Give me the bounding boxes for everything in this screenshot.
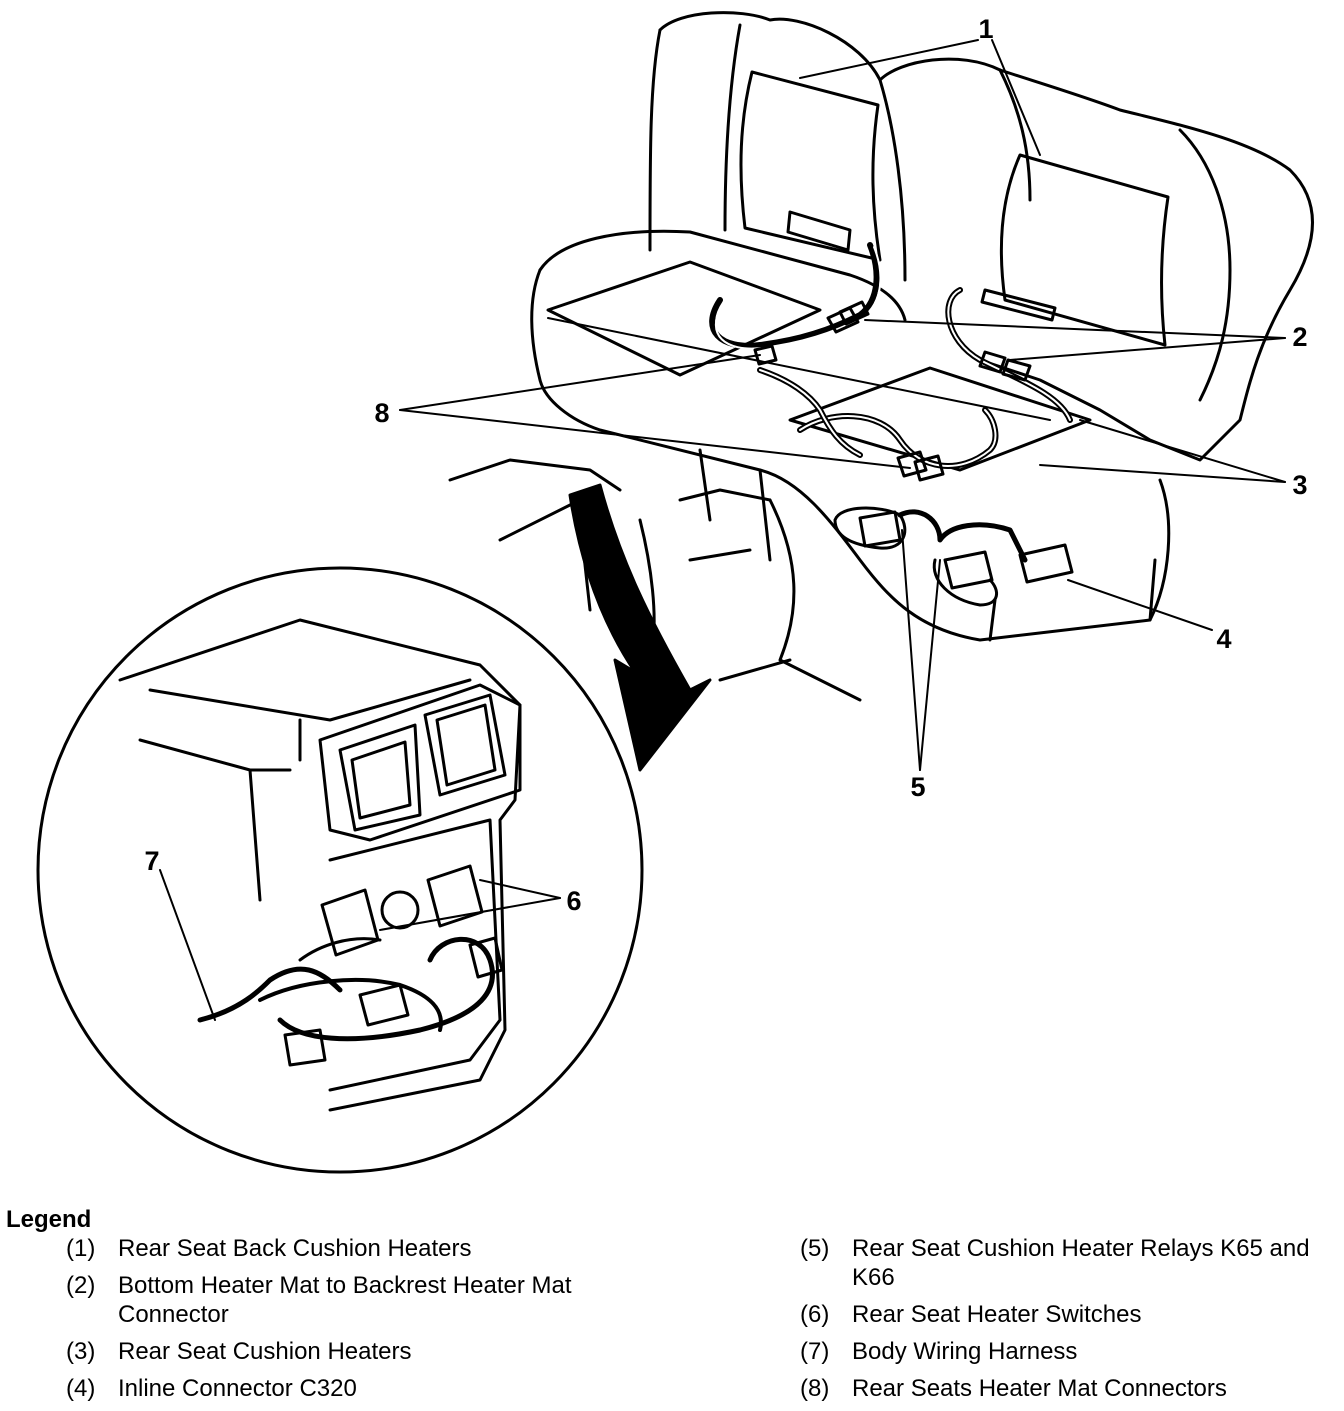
legend-number: (6) <box>800 1301 830 1328</box>
callout-3: 3 <box>1292 470 1307 500</box>
legend-text: Inline Connector C320 <box>118 1375 357 1402</box>
legend-number: (2) <box>66 1272 96 1299</box>
callout-2: 2 <box>1292 322 1307 352</box>
legend: Legend (1) Rear Seat Back Cushion Heater… <box>0 1200 1344 1410</box>
legend-text: Rear Seat Cushion Heaters <box>118 1338 412 1365</box>
legend-item: (5) Rear Seat Cushion Heater Relays K65 … <box>800 1234 1340 1292</box>
legend-text: Rear Seat Heater Switches <box>852 1301 1142 1328</box>
callout-4: 4 <box>1216 624 1231 654</box>
legend-text: Bottom Heater Mat to Backrest Heater Mat… <box>118 1272 572 1328</box>
legend-text: Rear Seat Back Cushion Heaters <box>118 1235 472 1262</box>
rear-seat-drawing <box>448 11 1314 702</box>
legend-number: (5) <box>800 1235 830 1262</box>
legend-column-left: (1) Rear Seat Back Cushion Heaters (2) B… <box>66 1234 706 1411</box>
legend-item: (3) Rear Seat Cushion Heaters <box>66 1337 706 1366</box>
callout-1: 1 <box>978 14 993 44</box>
callout-6: 6 <box>566 886 581 916</box>
legend-text: Rear Seat Cushion Heater Relays K65 and … <box>852 1235 1310 1291</box>
legend-item: (2) Bottom Heater Mat to Backrest Heater… <box>66 1271 706 1329</box>
legend-text: Body Wiring Harness <box>852 1338 1078 1365</box>
callout-8: 8 <box>374 398 389 428</box>
legend-number: (3) <box>66 1338 96 1365</box>
legend-item: (4) Inline Connector C320 <box>66 1374 706 1403</box>
legend-item: (8) Rear Seats Heater Mat Connectors <box>800 1374 1340 1403</box>
legend-number: (8) <box>800 1375 830 1402</box>
legend-number: (4) <box>66 1375 96 1402</box>
callout-leader-lines <box>399 39 1286 771</box>
legend-number: (7) <box>800 1338 830 1365</box>
callout-7: 7 <box>144 846 159 876</box>
legend-item: (7) Body Wiring Harness <box>800 1337 1340 1366</box>
seat-heater-illustration: 1 2 3 4 5 6 7 8 <box>36 11 1314 1174</box>
detail-inset <box>36 566 644 1174</box>
legend-number: (1) <box>66 1235 96 1262</box>
legend-text: Rear Seats Heater Mat Connectors <box>852 1375 1227 1402</box>
legend-item: (6) Rear Seat Heater Switches <box>800 1300 1340 1329</box>
legend-column-right: (5) Rear Seat Cushion Heater Relays K65 … <box>800 1234 1340 1411</box>
legend-item: (1) Rear Seat Back Cushion Heaters <box>66 1234 706 1263</box>
callout-5: 5 <box>910 772 925 802</box>
curved-arrow-icon <box>568 483 712 772</box>
legend-title: Legend <box>6 1206 92 1233</box>
